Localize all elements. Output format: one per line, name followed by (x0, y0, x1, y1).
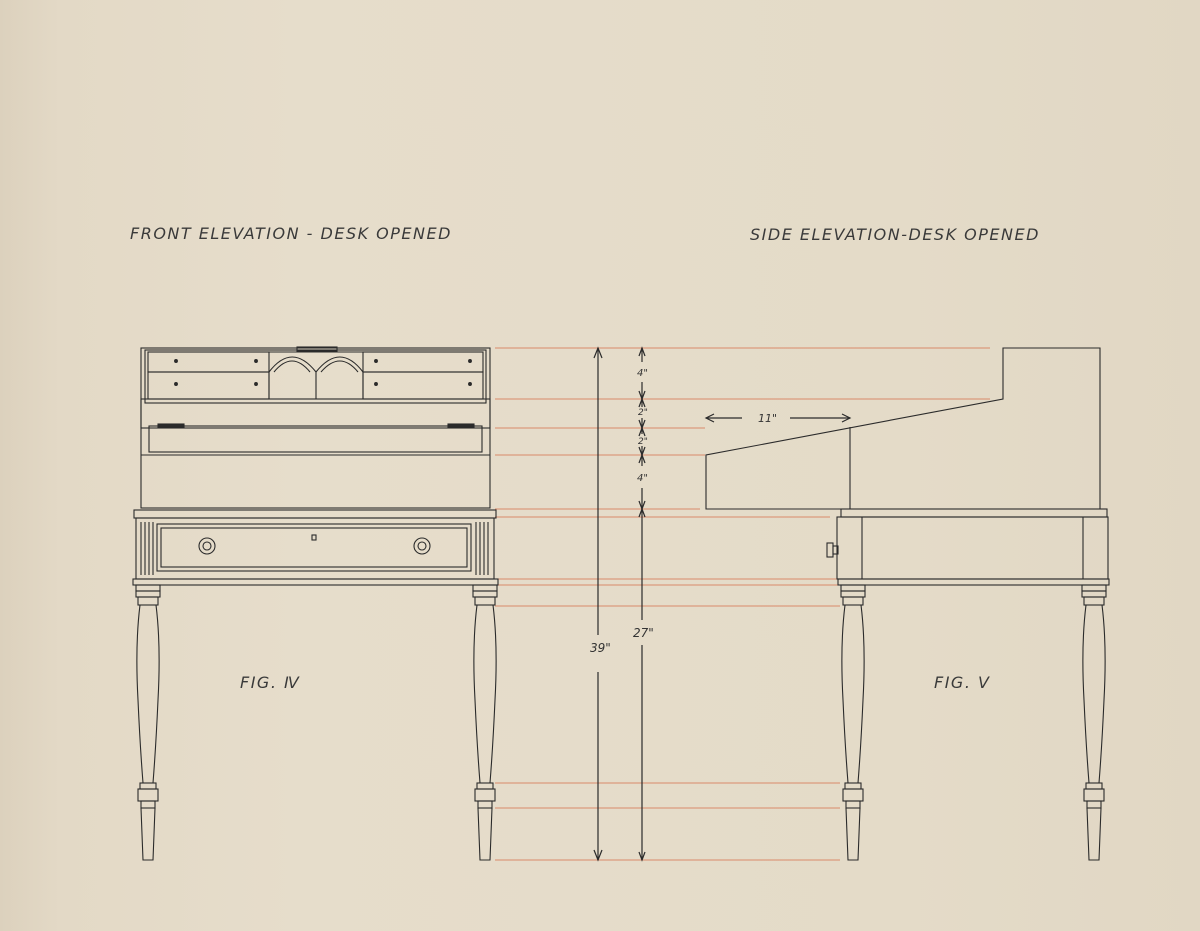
dimension-lines (593, 346, 852, 862)
table-height-label: 27" (633, 626, 654, 640)
projection-guides (495, 347, 990, 861)
front-elevation (132, 346, 499, 861)
front-elevation-title: FRONT ELEVATION - DESK OPENED (130, 224, 452, 243)
dim-4in-top-label: 4" (637, 368, 648, 379)
figure-5-label: FIG. Ⅴ (934, 673, 991, 692)
overall-height-label: 39" (590, 641, 611, 655)
side-elevation-title: SIDE ELEVATION-DESK OPENED (750, 225, 1040, 244)
dim-2in-a-label: 2" (638, 408, 648, 418)
dim-2in-b-label: 2" (638, 437, 648, 447)
side-elevation (705, 347, 1110, 861)
lid-depth-label: 11" (758, 412, 777, 425)
figure-4-label: FIG. Ⅳ (240, 673, 301, 692)
dim-4in-lower-label: 4" (637, 473, 648, 484)
dimension-labels: 39" 27" 4" 2" 2" 4" 11" (590, 368, 777, 655)
